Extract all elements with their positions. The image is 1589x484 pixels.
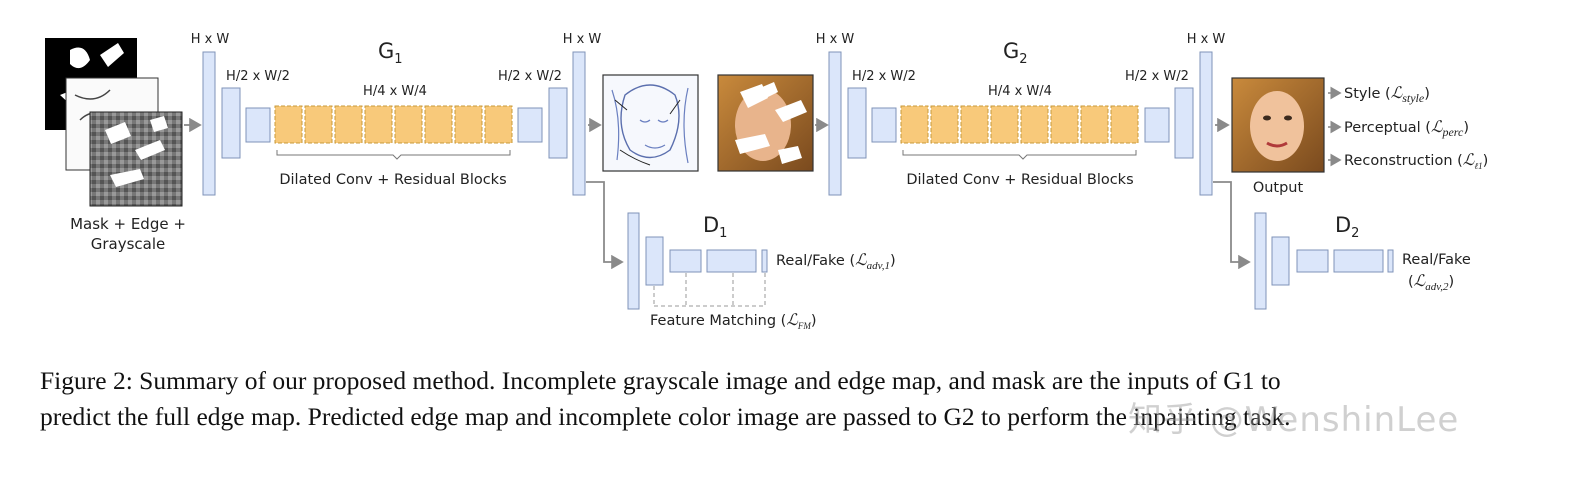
d2-layer-3	[1296, 249, 1329, 273]
residual-block	[900, 105, 929, 144]
d1-output-label: Real/Fake (ℒadv,1)	[776, 252, 896, 272]
masked-input-image	[717, 74, 814, 172]
d2-output-label: Real/Fake	[1402, 252, 1471, 268]
caption-line-2: predict the full edge map. Predicted edg…	[40, 402, 1291, 431]
residual-block	[1080, 105, 1109, 144]
g2-decoder-layer-3	[1199, 51, 1213, 196]
architecture-diagram: Mask + Edge + Grayscale G1 H x W H/2 x W…	[45, 32, 1488, 331]
grayscale-image	[89, 111, 183, 207]
generator-g1: G1 H x W H/2 x W/2 H/4 x W/4 H/2 x W/2 H…	[191, 32, 602, 196]
g2-blocks-brace	[902, 150, 1137, 160]
residual-block	[1020, 105, 1049, 144]
residual-block	[364, 105, 393, 144]
residual-block	[484, 105, 513, 144]
g2-dim-h2-out: H/2 x W/2	[1125, 69, 1189, 84]
g2-dim-h4: H/4 x W/4	[988, 84, 1052, 99]
residual-block	[930, 105, 959, 144]
watermark: 知乎 @WenshinLee	[1128, 400, 1460, 440]
g1-dim-hw-in: H x W	[191, 32, 230, 47]
input-stack: Mask + Edge + Grayscale	[45, 38, 186, 253]
residual-block	[274, 105, 303, 144]
feature-matching-lines	[653, 273, 766, 307]
d2-layer-1	[1254, 212, 1267, 310]
feature-matching-label: Feature Matching (ℒFM)	[650, 312, 817, 331]
g1-blocks-brace	[276, 150, 511, 160]
d1-layer-3	[669, 249, 702, 273]
g1-encoder-layer-1	[202, 51, 216, 196]
d1-label: D1	[703, 213, 727, 241]
d2-layer-5	[1387, 249, 1394, 273]
generator-g2: G2 H x W H/2 x W/2 H/4 x W/4 H/2 x W/2 H…	[816, 32, 1226, 196]
output-label: Output	[1253, 180, 1304, 196]
d2-layer-4	[1333, 249, 1384, 273]
reconstruction-loss-label: Reconstruction (ℒℓ1)	[1344, 152, 1488, 171]
residual-block	[960, 105, 989, 144]
g1-dim-hw-out: H x W	[563, 32, 602, 47]
d1-layer-2	[645, 236, 664, 286]
d2-output-loss: (ℒadv,2)	[1408, 273, 1454, 293]
g2-dim-hw-in: H x W	[816, 32, 855, 47]
g2-label: G2	[1003, 39, 1028, 67]
g1-encoder-layer-2	[221, 87, 241, 159]
residual-block	[1110, 105, 1139, 144]
output-image	[1231, 77, 1325, 173]
d1-layer-4	[706, 249, 757, 273]
g1-dim-h2-out: H/2 x W/2	[498, 69, 562, 84]
g1-dim-h4: H/4 x W/4	[363, 84, 427, 99]
g1-residual-blocks	[274, 105, 513, 144]
residual-block	[1050, 105, 1079, 144]
g2-encoder-layer-1	[828, 51, 842, 196]
g1-label: G1	[378, 39, 403, 67]
g2-losses: Style (ℒstyle) Perceptual (ℒperc) Recons…	[1328, 85, 1488, 171]
style-loss-label: Style (ℒstyle)	[1344, 85, 1430, 105]
g1-decoder-layer-1	[517, 107, 543, 143]
g2-encoder-layer-3	[871, 107, 897, 143]
input-label: Mask + Edge +	[70, 215, 186, 233]
g2-residual-blocks	[900, 105, 1139, 144]
residual-block	[394, 105, 423, 144]
g2-decoder-layer-2	[1174, 87, 1194, 159]
g2-blocks-label: Dilated Conv + Residual Blocks	[906, 172, 1133, 188]
caption-line-1: Figure 2: Summary of our proposed method…	[40, 366, 1281, 395]
g2-decoder-layer-1	[1144, 107, 1170, 143]
d1-layer-5	[761, 249, 768, 273]
g2-dim-hw-out: H x W	[1187, 32, 1226, 47]
residual-block	[454, 105, 483, 144]
arrow-g2-to-d2	[1213, 181, 1251, 270]
g1-decoder-layer-3	[572, 51, 586, 196]
perceptual-loss-label: Perceptual (ℒperc)	[1344, 119, 1469, 139]
g1-blocks-label: Dilated Conv + Residual Blocks	[279, 172, 506, 188]
g1-decoder-layer-2	[548, 87, 568, 159]
residual-block	[334, 105, 363, 144]
d2-layer-2	[1271, 236, 1290, 286]
residual-block	[990, 105, 1019, 144]
edge-map-image	[602, 74, 699, 172]
discriminator-d2: D2 Real/Fake (ℒadv,2)	[1254, 212, 1471, 310]
figure-caption: Figure 2: Summary of our proposed method…	[40, 363, 1560, 435]
residual-block	[424, 105, 453, 144]
g2-dim-h2-in: H/2 x W/2	[852, 69, 916, 84]
d1-layer-1	[627, 212, 640, 310]
discriminator-d1: D1 Real/Fake (ℒadv,1) Feature Matching (…	[627, 212, 896, 331]
residual-block	[304, 105, 333, 144]
input-label-line2: Grayscale	[91, 235, 166, 253]
arrow-g1-to-d1	[586, 181, 624, 270]
g1-dim-h2-in: H/2 x W/2	[226, 69, 290, 84]
d2-label: D2	[1335, 213, 1359, 241]
g1-encoder-layer-3	[245, 107, 271, 143]
g2-encoder-layer-2	[847, 87, 867, 159]
